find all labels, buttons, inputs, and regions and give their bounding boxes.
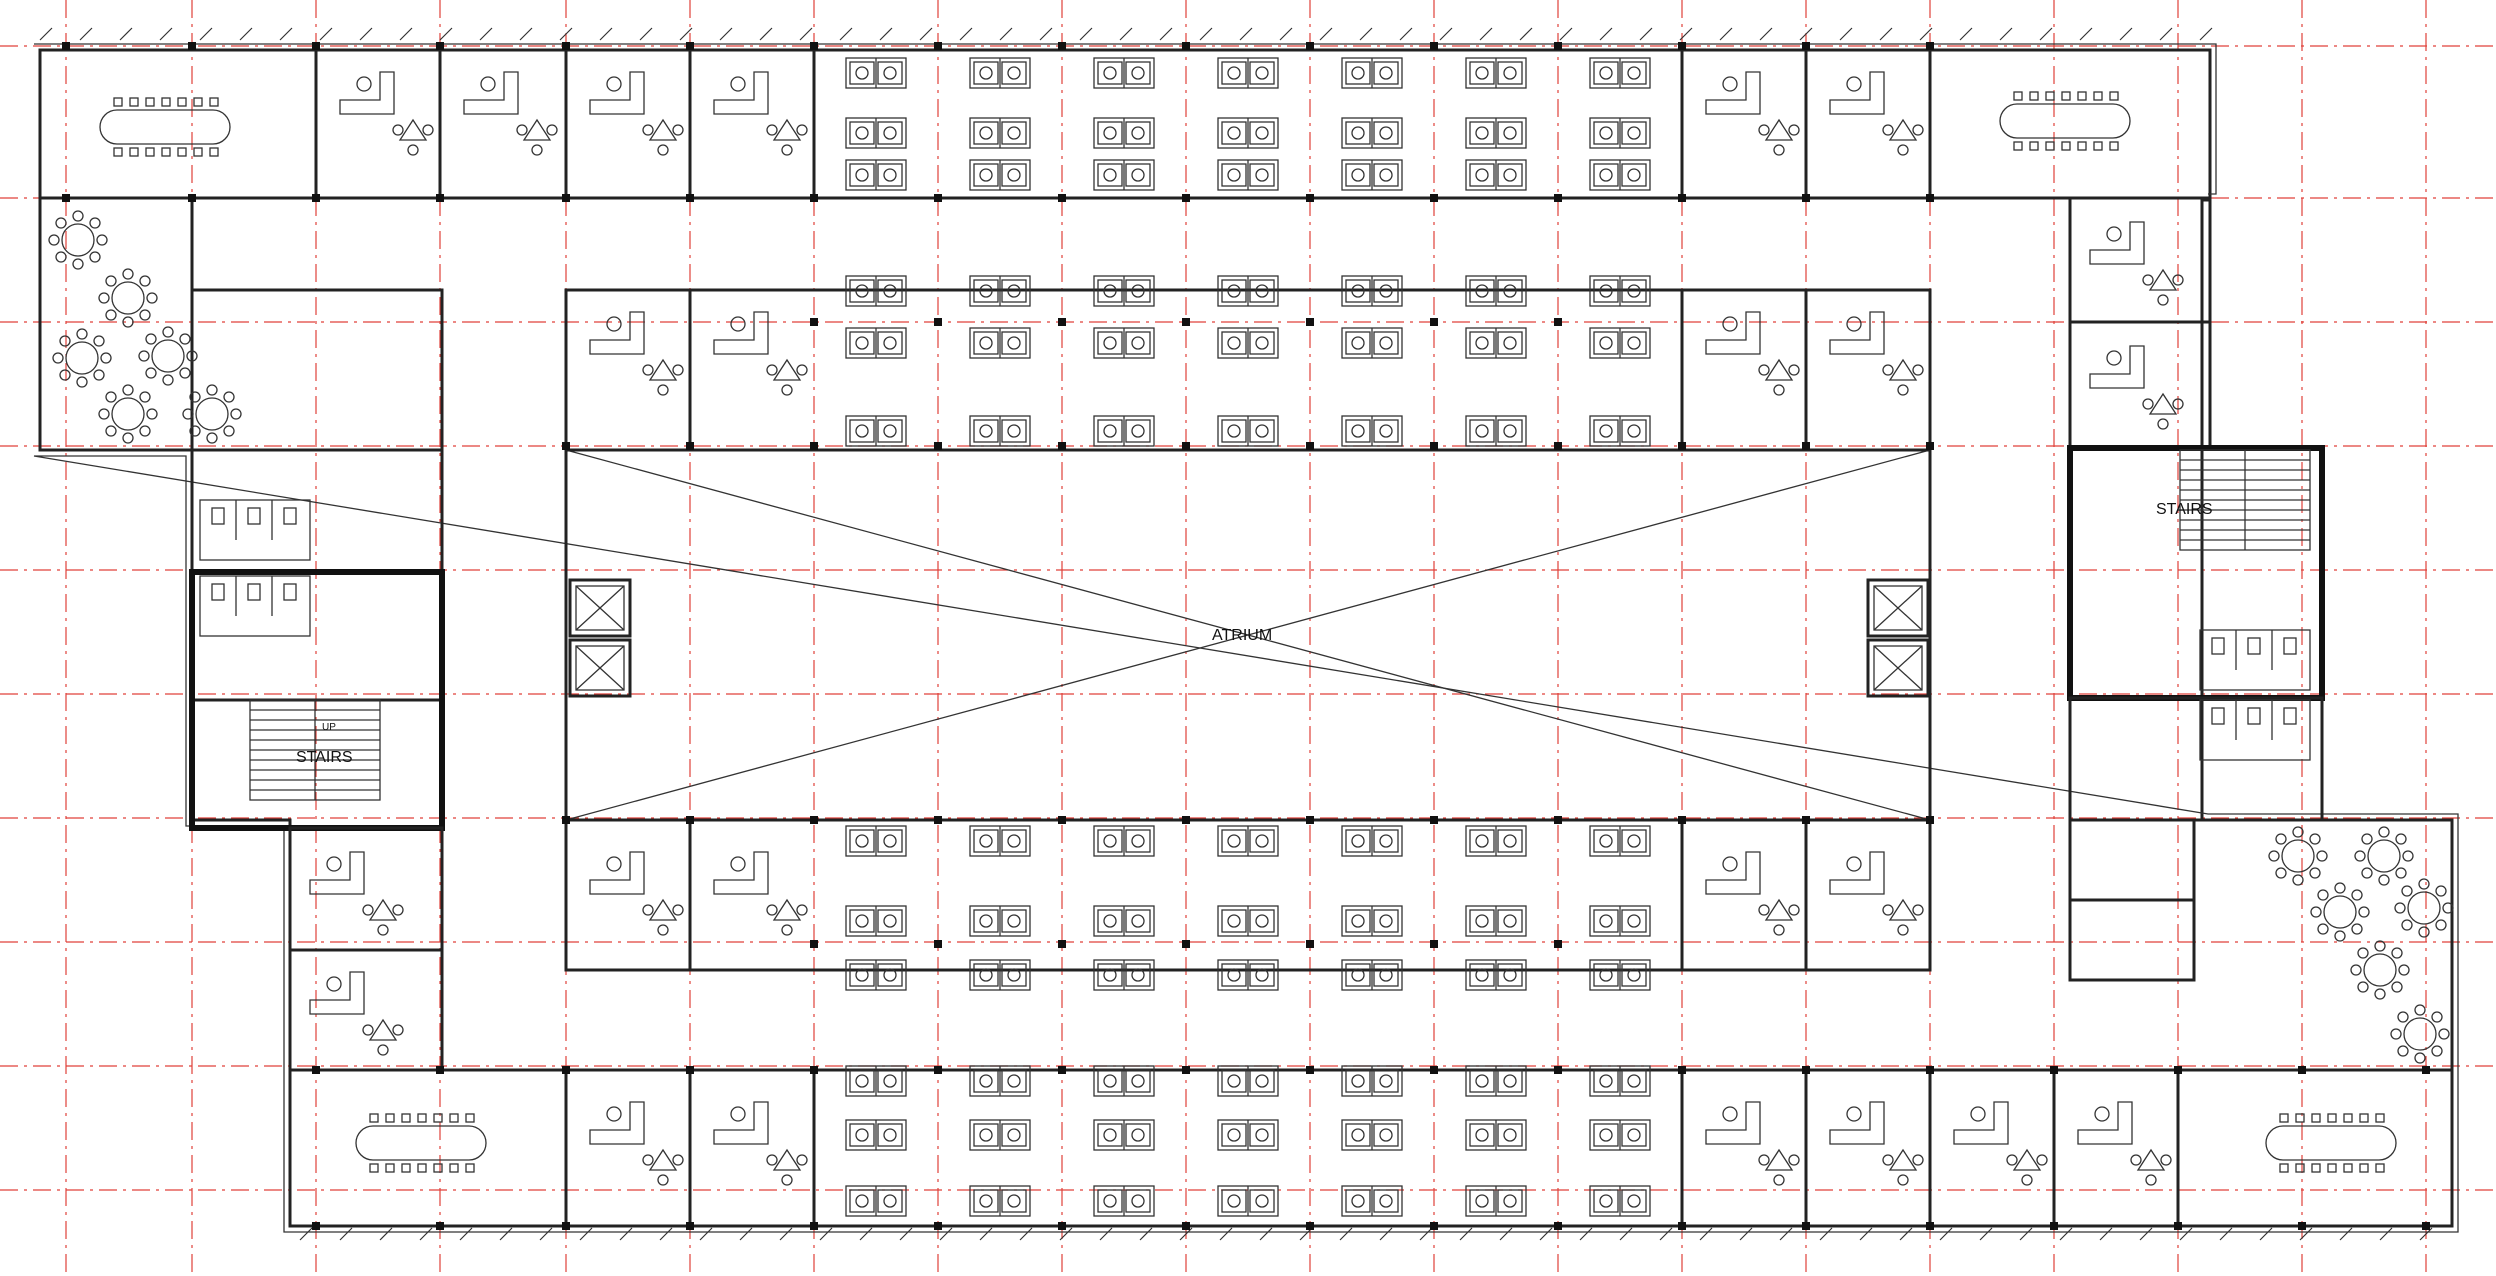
- stairs-label-right: STAIRS: [2156, 501, 2213, 518]
- left-service-wing: [189, 288, 445, 1072]
- bottom-office-strip: [290, 1068, 2452, 1226]
- stairs-label-left: STAIRS: [296, 749, 353, 766]
- right-service-wing: [2067, 196, 2325, 982]
- up-label: UP: [322, 722, 336, 733]
- structural-columns: [62, 42, 2430, 1230]
- atrium-label: ATRIUM: [1212, 627, 1272, 644]
- ground-hatching: [39, 27, 2433, 1241]
